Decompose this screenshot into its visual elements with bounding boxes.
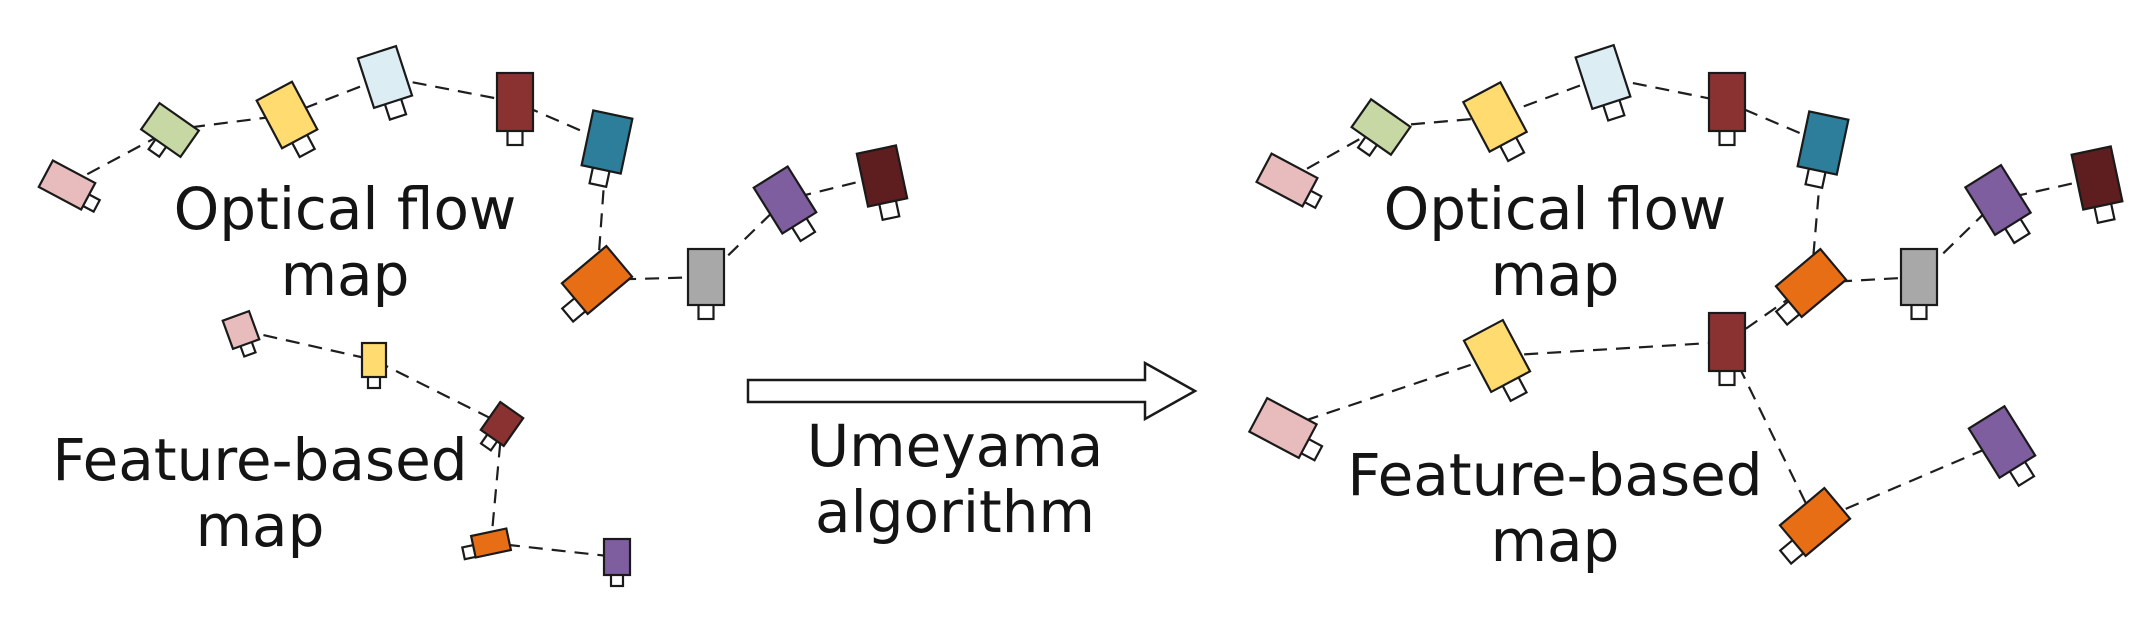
camera-icon	[37, 159, 102, 214]
camera-body	[1967, 404, 2037, 480]
umeyama-algorithm-label-line2: algorithm	[815, 478, 1095, 546]
camera-icon	[2070, 145, 2124, 225]
right-optical-flow-label-line1: Optical flow	[1383, 175, 1727, 243]
umeyama-algorithm-label-line1: Umeyama	[806, 412, 1104, 480]
camera-lens	[1718, 368, 1736, 387]
camera-body	[1255, 152, 1319, 208]
left-feature-based-label: Feature-based map	[40, 427, 480, 559]
camera-body	[37, 159, 97, 211]
camera-body	[752, 164, 818, 236]
camera-icon	[1967, 404, 2037, 488]
camera-icon	[221, 309, 261, 358]
camera-icon	[255, 80, 319, 159]
camera-body	[560, 244, 634, 316]
camera-body	[602, 537, 632, 577]
camera-body	[1462, 318, 1532, 394]
camera-icon	[1462, 318, 1532, 403]
camera-body	[855, 144, 909, 208]
camera-body	[495, 71, 535, 133]
left-feature-based-label-line2: map	[195, 492, 325, 560]
camera-icon	[1255, 152, 1323, 210]
camera-icon	[1774, 247, 1848, 327]
camera-icon	[686, 247, 726, 321]
right-feature-based-label-line2: map	[1490, 507, 1620, 575]
right-optical-flow-label: Optical flow map	[1370, 176, 1740, 308]
trajectory-edge	[1286, 75, 2098, 285]
camera-icon	[560, 244, 634, 324]
camera-body	[479, 400, 525, 448]
camera-icon	[1899, 247, 1939, 321]
camera-icon	[580, 109, 634, 189]
left-optical-flow-label-line1: Optical flow	[173, 175, 517, 243]
camera-icon	[1247, 396, 1324, 462]
camera-body	[1247, 396, 1319, 460]
camera-body	[469, 527, 513, 559]
trajectory-edge	[1726, 282, 1812, 343]
camera-icon	[1963, 163, 2033, 245]
right-feature-based-label: Feature-based map	[1335, 442, 1775, 574]
camera-icon	[752, 164, 818, 243]
trajectory-edge	[1282, 340, 2003, 524]
camera-icon	[602, 537, 632, 588]
camera-body	[1796, 110, 1850, 176]
camera-body	[686, 247, 726, 307]
camera-lens	[697, 302, 715, 321]
camera-body	[2070, 145, 2124, 211]
camera-icon	[1778, 486, 1852, 566]
camera-icon	[356, 44, 414, 121]
left-optical-flow-label-line2: map	[280, 241, 410, 309]
camera-body	[1778, 486, 1852, 558]
camera-icon	[1796, 110, 1850, 190]
camera-body	[356, 44, 414, 110]
camera-body	[1574, 43, 1632, 111]
camera-icon	[1350, 97, 1412, 158]
camera-lens	[1910, 302, 1928, 321]
camera-body	[139, 101, 201, 159]
camera-body	[1350, 97, 1412, 157]
right-arrow-icon	[746, 360, 1198, 422]
camera-icon	[1707, 71, 1747, 147]
camera-body	[580, 109, 634, 175]
camera-poses	[37, 43, 2124, 588]
camera-lens	[506, 128, 524, 147]
camera-body	[1707, 71, 1747, 133]
camera-icon	[855, 144, 909, 222]
camera-icon	[1574, 43, 1632, 122]
camera-body	[1774, 247, 1848, 319]
left-optical-flow-label: Optical flow map	[160, 176, 530, 308]
camera-icon	[139, 101, 201, 159]
camera-body	[360, 341, 388, 379]
camera-icon	[360, 341, 388, 390]
trajectory-edge	[66, 75, 883, 282]
right-optical-flow-label-line2: map	[1490, 241, 1620, 309]
camera-icon	[479, 400, 525, 452]
camera-body	[1461, 80, 1529, 154]
camera-body	[1963, 163, 2033, 237]
camera-icon	[1707, 311, 1747, 387]
camera-lens	[1718, 128, 1736, 147]
right-feature-based-label-line1: Feature-based	[1347, 441, 1763, 509]
camera-icon	[460, 527, 513, 561]
camera-icon	[1461, 80, 1529, 163]
left-feature-based-label-line1: Feature-based	[52, 426, 468, 494]
camera-body	[255, 80, 319, 150]
camera-body	[1899, 247, 1939, 307]
umeyama-algorithm-label: Umeyama algorithm	[780, 413, 1130, 545]
camera-icon	[495, 71, 535, 147]
camera-body	[1707, 311, 1747, 373]
camera-body	[221, 309, 261, 351]
